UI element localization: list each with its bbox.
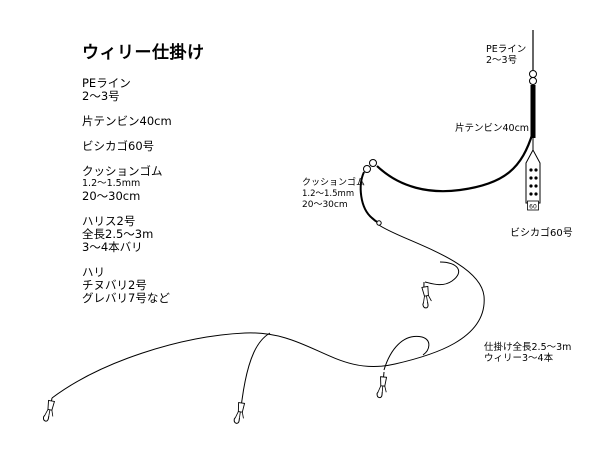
label-tenbin: 片テンビン40cm xyxy=(455,122,529,134)
legend-line: グレバリ7号など xyxy=(82,291,170,305)
hook-4 xyxy=(43,414,50,422)
swivel-top-ring xyxy=(529,70,537,78)
dropper-2 xyxy=(383,335,430,371)
legend-item: 片テンビン40cm xyxy=(82,115,302,128)
legend-line: ハリス2号 xyxy=(82,214,136,228)
label-cushion-1: クッションゴム xyxy=(302,176,365,188)
label-total-1: 仕掛け全長2.5～3m xyxy=(484,341,571,353)
legend-line: クッションゴム xyxy=(82,164,163,178)
label-cushion-3: 20～30cm xyxy=(302,200,348,210)
hook-3 xyxy=(233,416,240,424)
willy-lure-2 xyxy=(376,371,388,399)
hook-1 xyxy=(422,301,429,309)
bishikago-sinker: 60 xyxy=(525,148,541,211)
label-cushion-2: 1.2～1.5mm xyxy=(302,189,354,199)
cushion-swivel-upper xyxy=(369,159,377,167)
legend-line: PEライン xyxy=(82,76,131,90)
diagram-title: ウィリー仕掛け xyxy=(82,43,205,63)
cushion-swivel-lower xyxy=(363,165,371,173)
label-total-2: ウィリー3～4本 xyxy=(484,352,554,364)
legend-line: 20～30cm xyxy=(82,189,141,203)
dropper-1 xyxy=(424,261,460,286)
legend-item: ビシカゴ60号 xyxy=(82,140,302,153)
legend-line: 3～4本バリ xyxy=(82,240,143,254)
swivel-bottom-ring xyxy=(529,77,537,85)
legend-line: ビシカゴ60号 xyxy=(82,139,155,153)
legend-line: 片テンビン40cm xyxy=(82,114,172,128)
legend-line: ハリ xyxy=(82,265,105,279)
label-bishikago: ビシカゴ60号 xyxy=(510,226,573,239)
willy-lure-3 xyxy=(233,399,246,424)
leader-swivel xyxy=(376,220,382,226)
dropper-3 xyxy=(241,332,271,401)
tenbin-arm xyxy=(376,131,535,193)
leader-line xyxy=(51,224,485,399)
hook-2 xyxy=(376,391,383,399)
bishikago-mark: 60 xyxy=(529,204,537,211)
legend-line: チヌバリ2号 xyxy=(82,278,147,292)
legend-line: 2～3号 xyxy=(82,89,120,103)
legend-item: ハリチヌバリ2号グレバリ7号など xyxy=(82,266,302,305)
legend-line: 全長2.5～3m xyxy=(82,227,154,241)
label-pe-line-2: 2～3号 xyxy=(486,55,517,66)
willy-lure-4 xyxy=(43,397,56,422)
legend-line: 1.2～1.5mm xyxy=(82,178,141,189)
willy-lure-1 xyxy=(421,281,432,309)
label-pe-line-1: PEライン xyxy=(486,44,526,55)
